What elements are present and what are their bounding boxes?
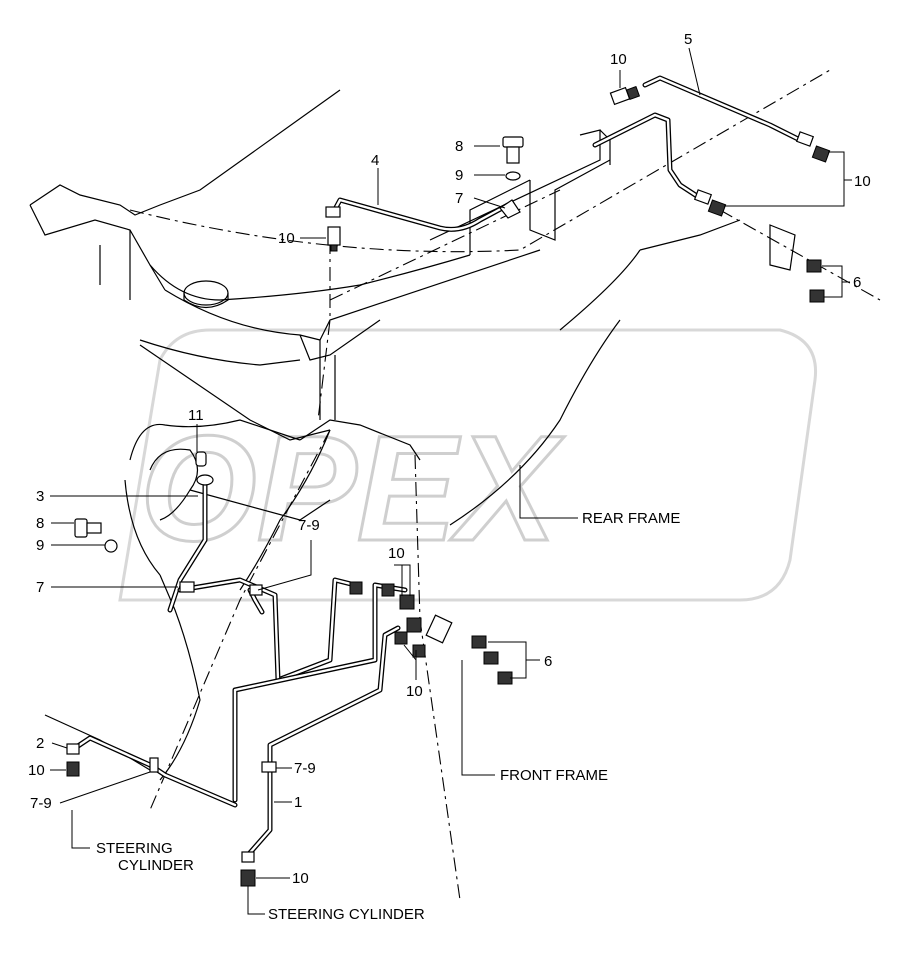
callout-3: 3 [36, 488, 44, 505]
fitting-10-top [609, 85, 641, 106]
front-frame-outline [44, 344, 421, 781]
callout-7-9-mid: 7-9 [298, 517, 320, 534]
fittings-center [349, 581, 453, 658]
steering-cylinder-left-label-line2: CYLINDER [118, 857, 194, 874]
washer-3 [196, 474, 214, 486]
washer-9-top [505, 171, 521, 181]
callouts: 10 5 8 9 7 4 10 10 6 11 3 8 9 7 7-9 10 1… [28, 31, 871, 887]
callout-10-right: 10 [854, 173, 871, 190]
callout-8-top: 8 [455, 138, 463, 155]
fittings-lower-left [66, 743, 277, 777]
fitting-10-left-top [325, 206, 341, 252]
callout-10-center-bottom: 10 [406, 683, 423, 700]
pipe-4 [330, 197, 511, 232]
callout-10-bottom: 10 [292, 870, 309, 887]
callout-5: 5 [684, 31, 692, 48]
frame-labels: REAR FRAME FRONT FRAME STEERING CYLINDER… [96, 510, 680, 923]
clamp-7-9-mid [249, 584, 263, 596]
fittings-10-right [693, 131, 831, 217]
callout-7-top: 7 [455, 190, 463, 207]
callout-9-left: 9 [36, 537, 44, 554]
callout-10-top: 10 [610, 51, 627, 68]
fitting-10-bottom [240, 851, 256, 887]
fittings-6-right [806, 259, 825, 303]
pipe-center [177, 577, 408, 803]
rear-frame-outline [29, 89, 796, 526]
callout-4: 4 [371, 152, 379, 169]
watermark: OPEX [118, 328, 818, 602]
clamp-7-left [179, 581, 195, 593]
fitting-11 [195, 451, 207, 467]
callout-7-left: 7 [36, 579, 44, 596]
pipe-3 [167, 482, 208, 613]
steering-cylinder-left-label-line1: STEERING [96, 840, 173, 857]
fittings-6-center [471, 635, 513, 685]
callout-9-top: 9 [455, 167, 463, 184]
front-frame-label: FRONT FRAME [500, 767, 608, 784]
leader-lines [50, 47, 852, 915]
callout-7-9-lower-left: 7-9 [30, 795, 52, 812]
callout-8-left: 8 [36, 515, 44, 532]
pipe-5 [592, 75, 803, 201]
washer-9-left [104, 539, 118, 553]
steering-cylinder-bottom-label: STEERING CYLINDER [268, 906, 425, 923]
callout-6-right: 6 [853, 274, 861, 291]
bolt-8-top [502, 136, 524, 164]
callout-11: 11 [188, 407, 204, 424]
pipe-1 [245, 625, 401, 858]
callout-10-lower-left: 10 [28, 762, 45, 779]
callout-6-center: 6 [544, 653, 552, 670]
clamp-7-top [499, 199, 521, 219]
callout-7-9-lower-mid: 7-9 [294, 760, 316, 777]
callout-2: 2 [36, 735, 44, 752]
watermark-text: OPEX [140, 404, 565, 572]
bolt-8-left [74, 518, 102, 538]
callout-1: 1 [294, 794, 302, 811]
rear-frame-label: REAR FRAME [582, 510, 680, 527]
callout-10-left-top: 10 [278, 230, 295, 247]
callout-10-center-top: 10 [388, 545, 405, 562]
